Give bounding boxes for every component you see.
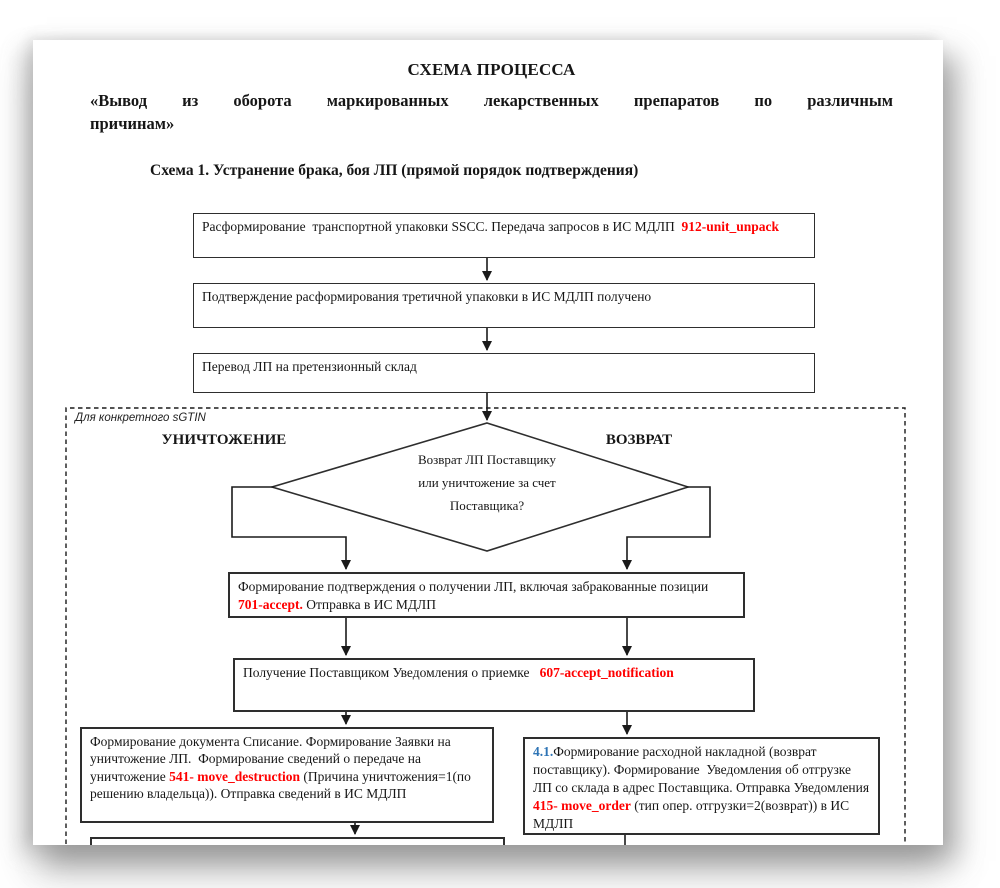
flow-box-notification: Получение Поставщиком Уведомления о прие… — [233, 658, 755, 712]
connector-return-branch — [622, 486, 711, 570]
accept-text-post: Отправка в ИС МДЛП — [302, 596, 436, 612]
return-text-post: (тип опер. отгрузки=2(возврат)) в ИС МДЛ… — [533, 798, 853, 831]
flow-box-next-clipped — [90, 837, 505, 845]
flow-box-accept: Формирование подтверждения о получении Л… — [228, 572, 745, 618]
destruction-text-post: (Причина уничтожения=1(по решению владел… — [90, 768, 475, 801]
notification-code-607: 607-accept_notification — [539, 665, 674, 680]
claim-store-text: Перевод ЛП на претензионный склад — [202, 359, 417, 374]
branch-label-return: ВОЗВРАТ — [605, 432, 673, 448]
doc-subtitle: «Вывод из оборота маркированных лекарств… — [90, 90, 893, 135]
accept-text-pre: Формирование подтверждения о получении Л… — [238, 579, 719, 594]
document-page: СХЕМА ПРОЦЕССА «Вывод из оборота маркиро… — [33, 40, 943, 845]
doc-subtitle-line2: причинам» — [90, 113, 175, 133]
doc-subtitle-line1: «Вывод из оборота маркированных лекарств… — [90, 91, 893, 110]
notification-text: Получение Поставщиком Уведомления о прие… — [243, 665, 540, 680]
unpack-text: Расформирование транспортной упаковки SS… — [202, 219, 682, 234]
decision-line2: или уничтожение за счет — [418, 475, 556, 490]
flow-box-confirm: Подтверждение расформирования третичной … — [193, 283, 815, 328]
flow-box-return: 4.1.Формирование расходной накладной (во… — [523, 737, 880, 835]
confirm-text: Подтверждение расформирования третичной … — [202, 289, 652, 304]
destruction-code-541: 541- move_destruction — [169, 768, 300, 784]
return-step-number: 4.1. — [533, 744, 554, 759]
connector-destruction-branch — [231, 486, 351, 570]
return-text-pre: Формирование расходной накладной (возвра… — [533, 744, 873, 795]
flow-box-destruction: Формирование документа Списание. Формиро… — [80, 727, 494, 823]
flow-box-unpack: Расформирование транспортной упаковки SS… — [193, 213, 815, 258]
doc-title: СХЕМА ПРОЦЕССА — [407, 60, 576, 79]
schema-heading: Схема 1. Устранение брака, боя ЛП (прямо… — [150, 162, 639, 179]
unpack-code-912: 912-unit_unpack — [681, 219, 780, 234]
branch-label-destruction: УНИЧТОЖЕНИЕ — [161, 432, 287, 448]
decision-question: Возврат ЛП Поставщику или уничтожение за… — [367, 448, 607, 517]
decision-line3: Поставщика? — [449, 498, 525, 513]
accept-code-701: 701-accept. — [238, 596, 303, 612]
return-code-415: 415- move_order — [533, 798, 631, 813]
sgtin-region-label: Для конкретного sGTIN — [75, 412, 206, 424]
destruction-text-pre: Формирование документа Списание. Формиро… — [90, 734, 455, 784]
flow-box-claim-store: Перевод ЛП на претензионный склад — [193, 353, 815, 393]
decision-line1: Возврат ЛП Поставщику — [417, 452, 557, 467]
